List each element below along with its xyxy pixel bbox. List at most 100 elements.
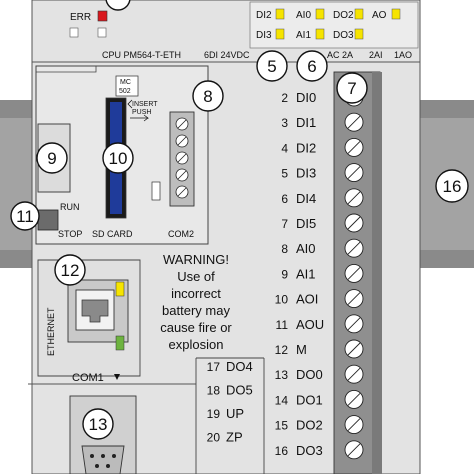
terminal-screw-12[interactable] (344, 339, 364, 359)
terminal-signal: DI1 (296, 115, 316, 130)
terminal-number: 3 (281, 116, 288, 130)
warning-line-3: battery may (162, 303, 230, 318)
terminal-number: 9 (281, 267, 288, 281)
terminal-signal: ZP (226, 430, 243, 445)
warning-line-0: WARNING! (163, 252, 229, 267)
mc-label: MC (120, 79, 131, 86)
din-rail-left (0, 100, 32, 268)
terminal-signal: AI1 (296, 266, 316, 281)
terminal-screw-4[interactable] (344, 137, 364, 157)
warning-line-1: Use of (177, 269, 215, 284)
terminal-number: 7 (281, 217, 288, 231)
svg-text:7: 7 (347, 79, 356, 98)
svg-text:16: 16 (443, 177, 462, 196)
terminal-number: 18 (207, 384, 221, 398)
callout-cut-top (105, 0, 131, 11)
err-led-group: ERR (69, 10, 108, 38)
svg-text:8: 8 (203, 87, 212, 106)
svg-text:6: 6 (307, 57, 316, 76)
mc-number: 502 (119, 88, 131, 95)
svg-text:9: 9 (47, 149, 56, 168)
svg-text:5: 5 (267, 57, 276, 76)
terminal-screw-8[interactable] (344, 238, 364, 258)
terminal-number: 16 (275, 444, 289, 458)
terminal-screw-10[interactable] (344, 289, 364, 309)
terminal-number: 14 (275, 393, 289, 407)
ethernet-panel: ETHERNET (37, 259, 141, 377)
terminal-number: 15 (275, 419, 289, 433)
callout-9: 9 (36, 142, 68, 174)
led-panel: DI2 DI3 AI0 AI1 DO2 DO3 AO (249, 1, 419, 49)
svg-text:12: 12 (61, 261, 80, 280)
terminal-signal: DO5 (226, 383, 253, 398)
di2-led (275, 8, 285, 20)
terminal-signal: DI4 (296, 191, 316, 206)
callout-10: 10 (102, 142, 134, 174)
terminal-screw-15[interactable] (344, 415, 364, 435)
callout-16: 16 (435, 169, 469, 203)
com2-screws (175, 117, 189, 199)
do3-led (354, 28, 364, 40)
svg-text:11: 11 (16, 207, 34, 226)
terminal-signal: DI3 (296, 166, 316, 181)
terminal-signal: DO0 (296, 367, 323, 382)
terminal-signal: AOI (296, 292, 318, 307)
ai1-led (315, 28, 325, 40)
do2-led (354, 8, 364, 20)
terminal-screw-3[interactable] (344, 112, 364, 132)
terminal-screw-13[interactable] (344, 364, 364, 384)
svg-text:10: 10 (109, 149, 128, 168)
terminal-signal: DI2 (296, 140, 316, 155)
terminal-number: 12 (275, 343, 289, 357)
terminal-signal: DO4 (226, 359, 253, 374)
callout-11: 11 (10, 201, 40, 231)
terminal-screw-7[interactable] (344, 213, 364, 233)
do2-label: DO2 (333, 10, 354, 21)
terminal-signal: DI5 (296, 216, 316, 231)
callout-7: 7 (336, 72, 368, 104)
com1-label: COM1 (72, 372, 104, 384)
terminal-screw-9[interactable] (344, 263, 364, 283)
callout-13: 13 (82, 408, 114, 440)
io-spec-di: 6DI 24VDC (204, 50, 250, 60)
ao-label: AO (372, 10, 387, 21)
err-label: ERR (70, 12, 91, 23)
run-stop-switch[interactable] (37, 209, 59, 231)
sd-card-label: SD CARD (92, 229, 133, 239)
terminal-screw-11[interactable] (344, 314, 364, 334)
terminal-screw-5[interactable] (344, 163, 364, 183)
insert-label: INSERT (132, 101, 158, 108)
terminal-number: 5 (281, 167, 288, 181)
di2-label: DI2 (256, 10, 272, 21)
warning-line-2: incorrect (171, 286, 221, 301)
terminal-screw-14[interactable] (344, 389, 364, 409)
terminal-screw-6[interactable] (344, 188, 364, 208)
com1-arrow-icon (114, 374, 120, 380)
left-terminal-box (195, 357, 265, 474)
run-label: RUN (60, 202, 80, 212)
terminal-signal: DO3 (296, 443, 323, 458)
terminal-number: 11 (276, 318, 289, 332)
warning-line-5: explosion (169, 337, 224, 352)
terminal-signal: DO2 (296, 418, 323, 433)
terminal-signal: M (296, 342, 307, 357)
svg-text:13: 13 (89, 415, 108, 434)
ao-led (391, 8, 401, 20)
ai1-label: AI1 (296, 30, 311, 41)
warning-line-4: cause fire or (160, 320, 232, 335)
terminal-number: 13 (275, 368, 289, 382)
terminal-signal: AOU (296, 317, 324, 332)
terminal-signal: DO1 (296, 392, 323, 407)
terminal-number: 20 (207, 431, 221, 445)
callout-12: 12 (54, 254, 86, 286)
ethernet-link-led (115, 281, 125, 297)
terminal-number: 10 (275, 293, 289, 307)
terminal-screw-16[interactable] (344, 440, 364, 460)
di3-label: DI3 (256, 30, 272, 41)
di3-led (275, 28, 285, 40)
terminal-number: 17 (207, 360, 221, 374)
right-screws (344, 87, 364, 460)
